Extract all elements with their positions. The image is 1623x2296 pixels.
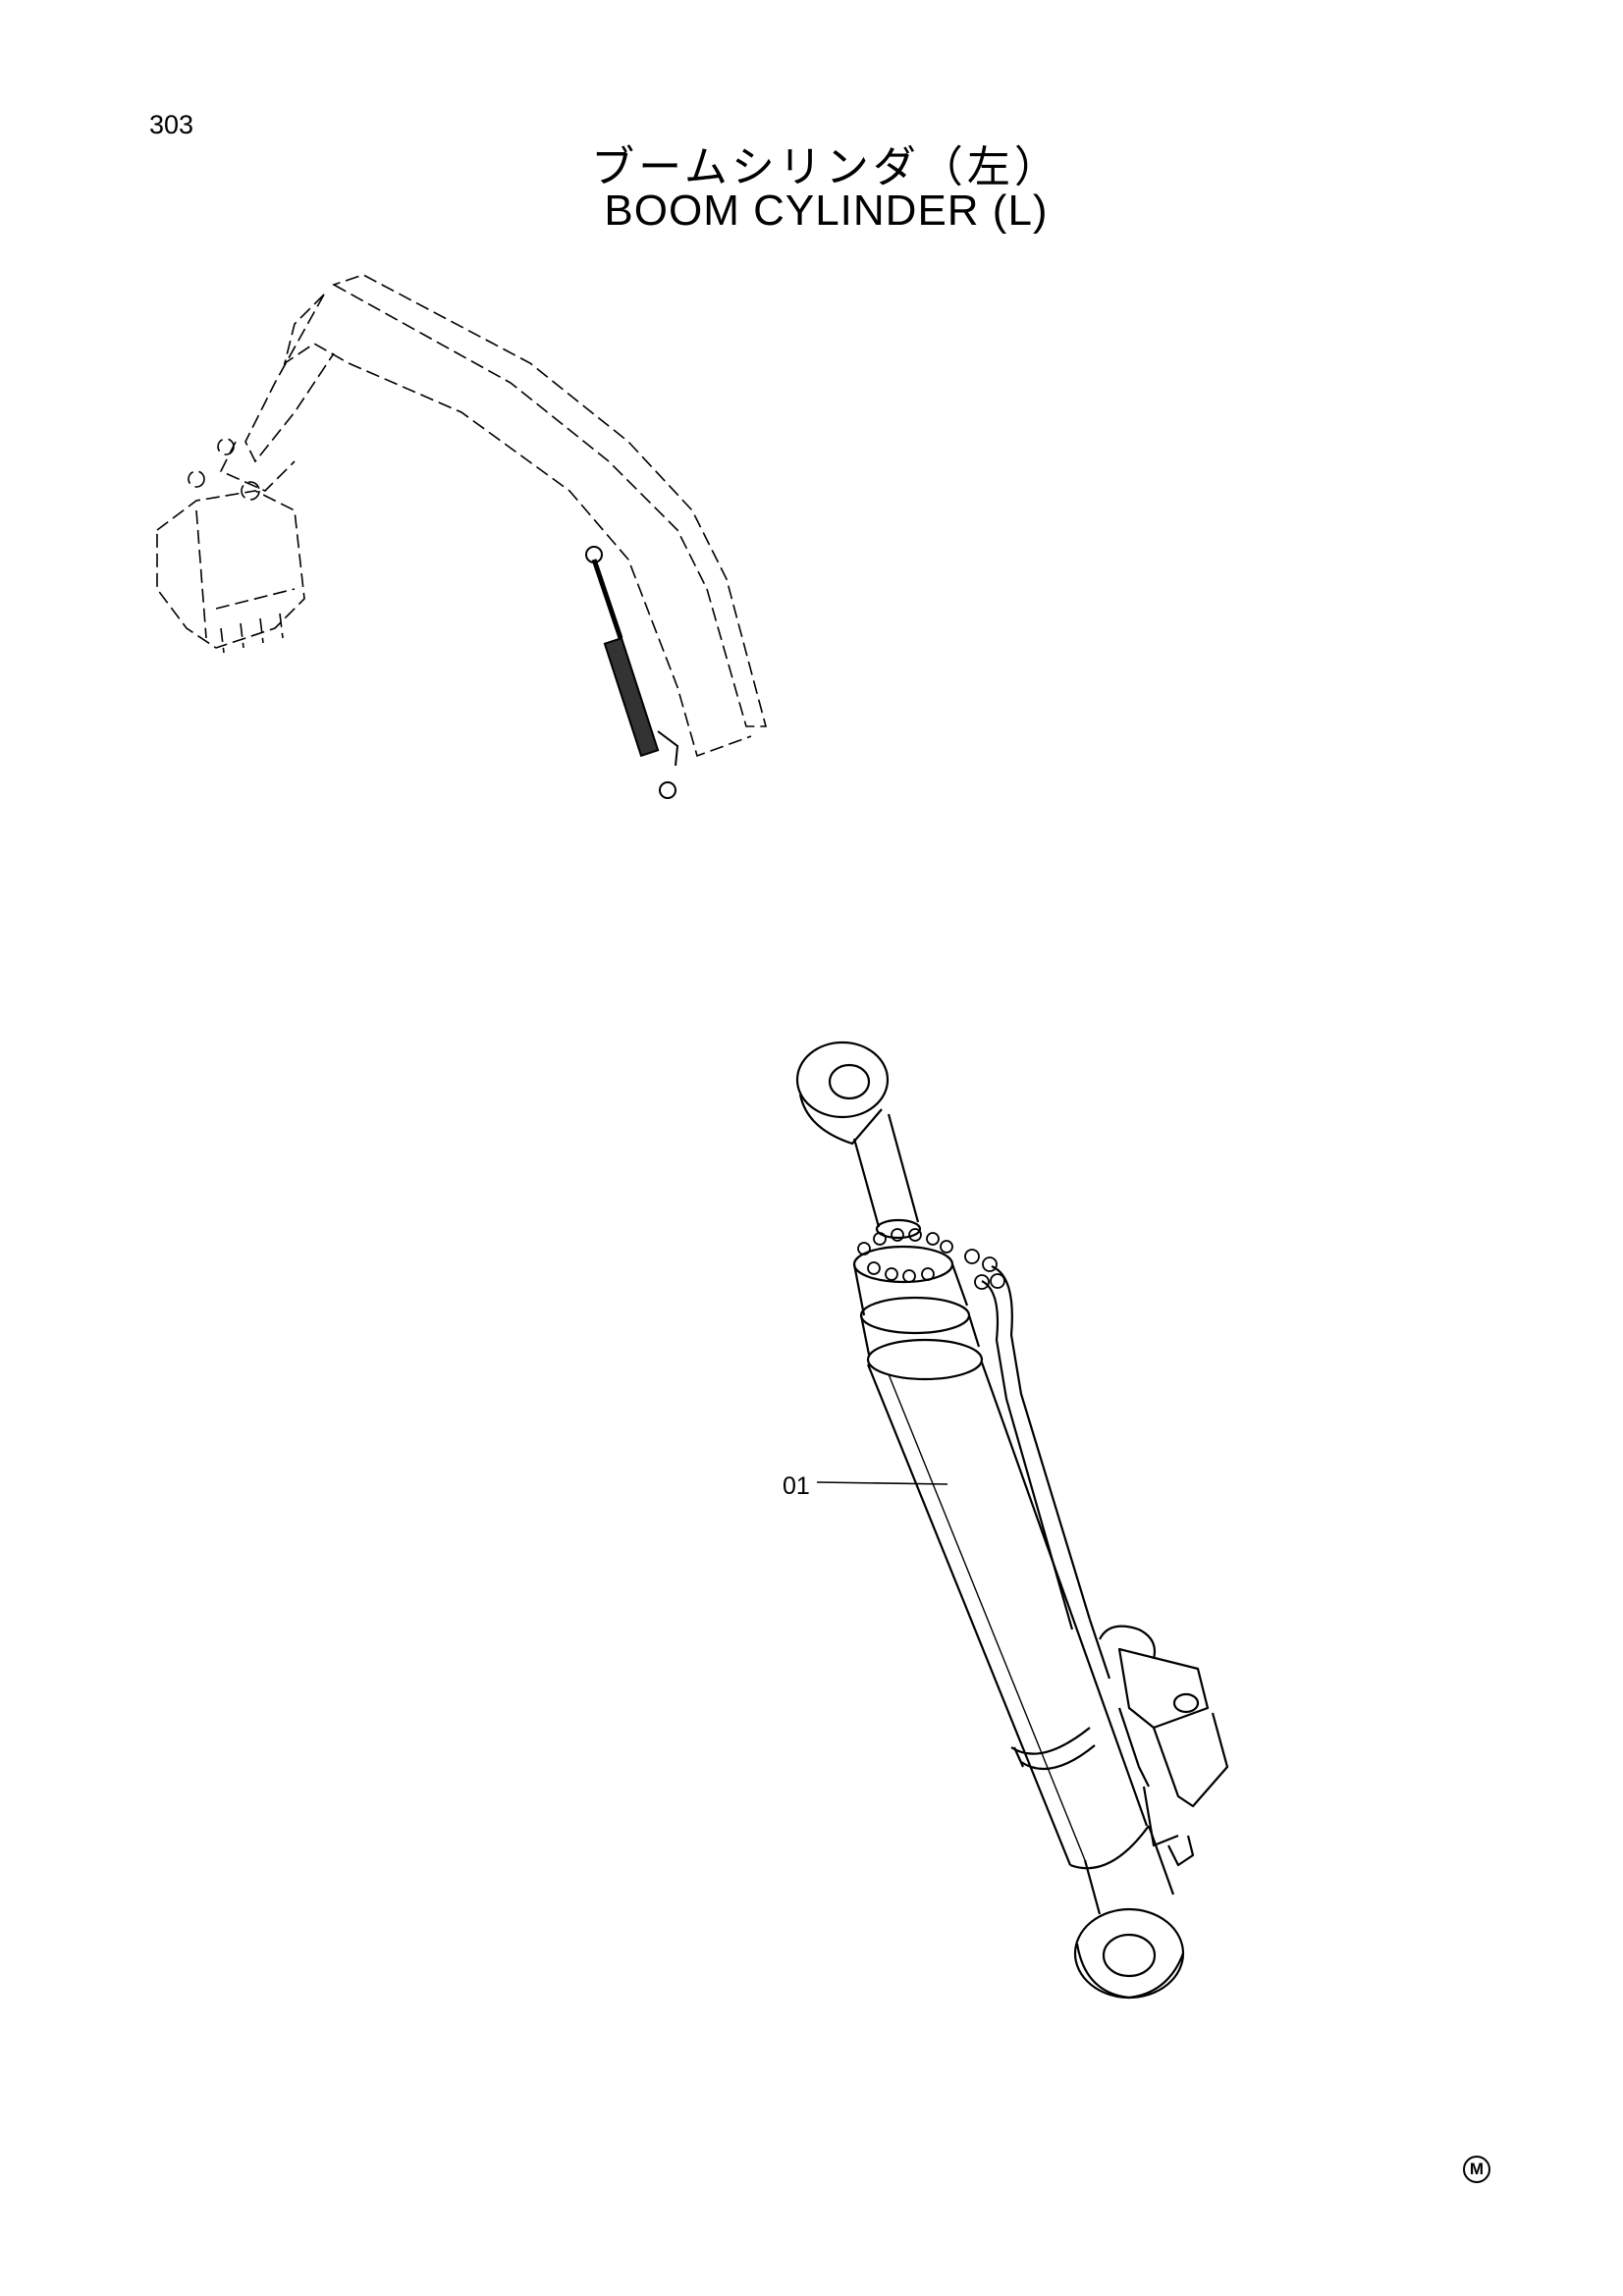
callout-01-label: 01	[783, 1472, 810, 1500]
title-japanese: ブームシリンダ（左）	[591, 142, 1061, 192]
circled-m-mark: M	[1463, 2156, 1490, 2183]
title-english: BOOM CYLINDER (L)	[604, 187, 1049, 235]
page-number: 303	[149, 110, 194, 139]
